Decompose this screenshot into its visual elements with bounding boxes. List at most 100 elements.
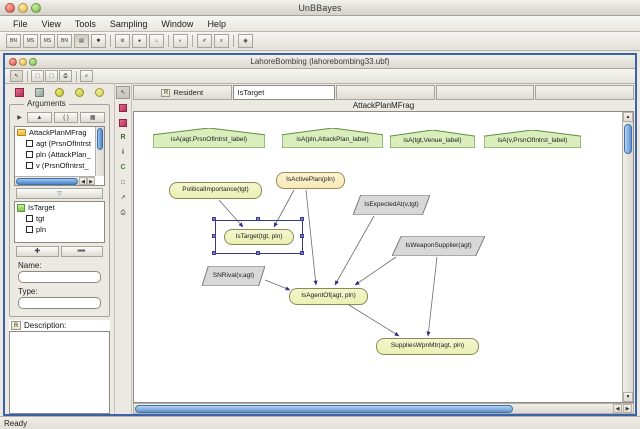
query-button[interactable]: ⌕ [80, 70, 93, 82]
add-input-node-tool[interactable] [116, 116, 130, 129]
context-node-isa-pln[interactable]: isA(pln,AttackPlan_label) [282, 128, 383, 148]
mdi-minimize-button[interactable] [19, 57, 27, 66]
resident-node-isactiveplan[interactable]: IsActivePlan(pln) [276, 172, 345, 189]
new-bn-button[interactable]: BN [6, 34, 21, 48]
selection-handle-1[interactable] [256, 217, 260, 221]
tree-node-v[interactable]: v (PrsnOfIntrst_ [15, 160, 104, 171]
tab-empty-3[interactable] [535, 85, 634, 100]
resident-letter-tool[interactable]: R [120, 134, 126, 141]
input-node-icon[interactable] [35, 87, 45, 97]
about-button[interactable]: ◉ [238, 34, 253, 48]
expand-arrow-button[interactable]: ▶ [17, 114, 22, 121]
tree-node-tgt[interactable]: tgt [15, 213, 104, 224]
resident-node-istarget[interactable]: IsTarget(tgt, pln) [224, 229, 294, 245]
tab-istarget[interactable]: IsTarget [232, 85, 336, 100]
resident-node-politicalimportance[interactable]: PoliticalImportance(tgt) [169, 182, 262, 199]
edge-snrival-to-isagentof[interactable] [264, 279, 291, 291]
remove-argument-button[interactable]: ➖ [60, 246, 103, 257]
arguments-tree-bottom[interactable]: IsTarget tgt pln [14, 201, 105, 243]
edge-tool[interactable]: ↗ [120, 194, 126, 201]
collapse-toggle-button[interactable]: ▽ [16, 188, 103, 199]
selection-handle-3[interactable] [212, 234, 216, 238]
add-argument-button[interactable]: ✚ [16, 246, 59, 257]
ordinary-variable-icon[interactable] [74, 87, 84, 97]
grid-button[interactable]: ▦ [80, 112, 106, 123]
menu-help[interactable]: Help [207, 18, 226, 29]
add-resident-node-tool[interactable] [116, 101, 130, 114]
edge-isweaponsupplier-to-isagentof[interactable] [354, 256, 397, 286]
edge-isweaponsupplier-to-supplieswpnmtr[interactable] [426, 256, 438, 337]
input-node-isexpectedat[interactable]: IsExpectedAt(v,tgt) [353, 195, 430, 215]
edge-politicalimportance-to-istarget[interactable] [218, 199, 244, 228]
zoom-button[interactable] [31, 2, 41, 13]
scroll-up-icon[interactable]: ▲ [623, 112, 633, 122]
mdi-window-controls[interactable] [9, 57, 37, 66]
checkbox-icon[interactable] [26, 151, 33, 158]
scroll-left-icon[interactable]: ◀ [613, 404, 622, 413]
graph-canvas[interactable]: isA(agt,PrsnOfIntrst_label) isA(pln,Attac… [134, 112, 622, 402]
canvas-horizontal-scrollbar[interactable]: ◀ ▶ [133, 403, 634, 414]
resident-node-isagentof[interactable]: IsAgentOf(agt, pln) [289, 288, 368, 305]
selection-handle-6[interactable] [256, 251, 260, 255]
print-button[interactable]: ⎙ [59, 70, 72, 82]
context-node-isa-tgt[interactable]: isA(tgt,Venue_label) [390, 130, 475, 148]
edge-isagentof-to-supplieswpnmtr[interactable] [348, 304, 400, 337]
checkbox-icon[interactable] [26, 215, 33, 222]
add-mfrag-button[interactable]: ⬚ [31, 70, 44, 82]
menu-file[interactable]: File [13, 18, 28, 29]
resident-node-supplieswpnmtr[interactable]: SuppliesWpnMtr(agt, pln) [376, 338, 479, 355]
canvas-hscroll-thumb[interactable] [135, 404, 513, 413]
description-textarea[interactable] [9, 331, 110, 414]
new-obj-button[interactable]: BN [57, 34, 72, 48]
add-entity-button[interactable]: ⬚ [45, 70, 58, 82]
home-button[interactable]: ⌂ [149, 34, 164, 48]
compile-button[interactable]: ⚙ [115, 34, 130, 48]
edge-isexpectedat-to-isagentof[interactable] [334, 215, 375, 286]
selection-handle-5[interactable] [212, 251, 216, 255]
close-button[interactable] [5, 2, 15, 13]
selection-handle-7[interactable] [300, 251, 304, 255]
context-node-icon[interactable] [54, 87, 64, 97]
new-mebn-button[interactable]: MS [40, 34, 55, 48]
context-node-isa-agt[interactable]: isA(agt,PrsnOfIntrst_label) [153, 128, 265, 148]
menu-tools[interactable]: Tools [74, 18, 96, 29]
arguments-tree-top[interactable]: AttackPlanMFrag agt (PrsnOfIntrst pln (A… [14, 126, 105, 186]
paint-button[interactable]: ◐ [173, 34, 188, 48]
input-node-isweaponsupplier[interactable]: IsWeaponSupplier(agt) [392, 236, 485, 256]
tab-empty-2[interactable] [435, 85, 535, 100]
tree-node-istarget[interactable]: IsTarget [15, 202, 104, 213]
checkbox-icon[interactable] [26, 162, 33, 169]
tree-horizontal-scrollbar[interactable]: ◀ ▶ [15, 176, 95, 185]
mdi-close-button[interactable] [9, 57, 17, 66]
select-pointer-tool[interactable]: ↖ [116, 86, 130, 99]
name-input[interactable] [18, 271, 101, 283]
mdi-zoom-button[interactable] [29, 57, 37, 66]
resident-node-icon[interactable] [15, 87, 25, 97]
scroll-right-icon[interactable]: ▶ [87, 177, 95, 185]
tree-node-attackplanmfrag[interactable]: AttackPlanMFrag [15, 127, 104, 138]
menu-sampling[interactable]: Sampling [109, 18, 148, 29]
ordinary-variable-icon-2[interactable] [94, 87, 104, 97]
open-file-button[interactable]: ▤ [74, 34, 89, 48]
save-file-button[interactable]: ✱ [91, 34, 106, 48]
selection-handle-4[interactable] [300, 234, 304, 238]
tree-node-pln2[interactable]: pln [15, 224, 104, 235]
canvas-vertical-scrollbar[interactable]: ▲ ▼ [622, 112, 633, 402]
menu-window[interactable]: Window [161, 18, 194, 29]
context-node-isa-v[interactable]: isA(v,PrsnOfIntrst_label) [484, 130, 581, 148]
log-button[interactable]: ≡ [214, 34, 229, 48]
type-input[interactable] [18, 297, 101, 309]
ordinary-variable-tool[interactable]: □ [121, 179, 125, 186]
tree-node-pln[interactable]: pln (AttackPlan_ [15, 149, 104, 160]
canvas-vscroll-thumb[interactable] [624, 124, 632, 154]
tree-hscroll-thumb[interactable] [16, 177, 78, 185]
tab-resident[interactable]: R Resident [133, 85, 232, 100]
scroll-right-icon[interactable]: ▶ [623, 404, 632, 413]
input-node-snrival[interactable]: SNRival(v,agt) [202, 266, 265, 286]
context-letter-tool[interactable]: C [120, 164, 126, 171]
selection-handle-0[interactable] [212, 217, 216, 221]
tree-vscroll-thumb[interactable] [97, 128, 103, 150]
tree-node-agt[interactable]: agt (PrsnOfIntrst [15, 138, 104, 149]
menu-view[interactable]: View [41, 18, 61, 29]
learning-button[interactable]: ✐ [197, 34, 212, 48]
